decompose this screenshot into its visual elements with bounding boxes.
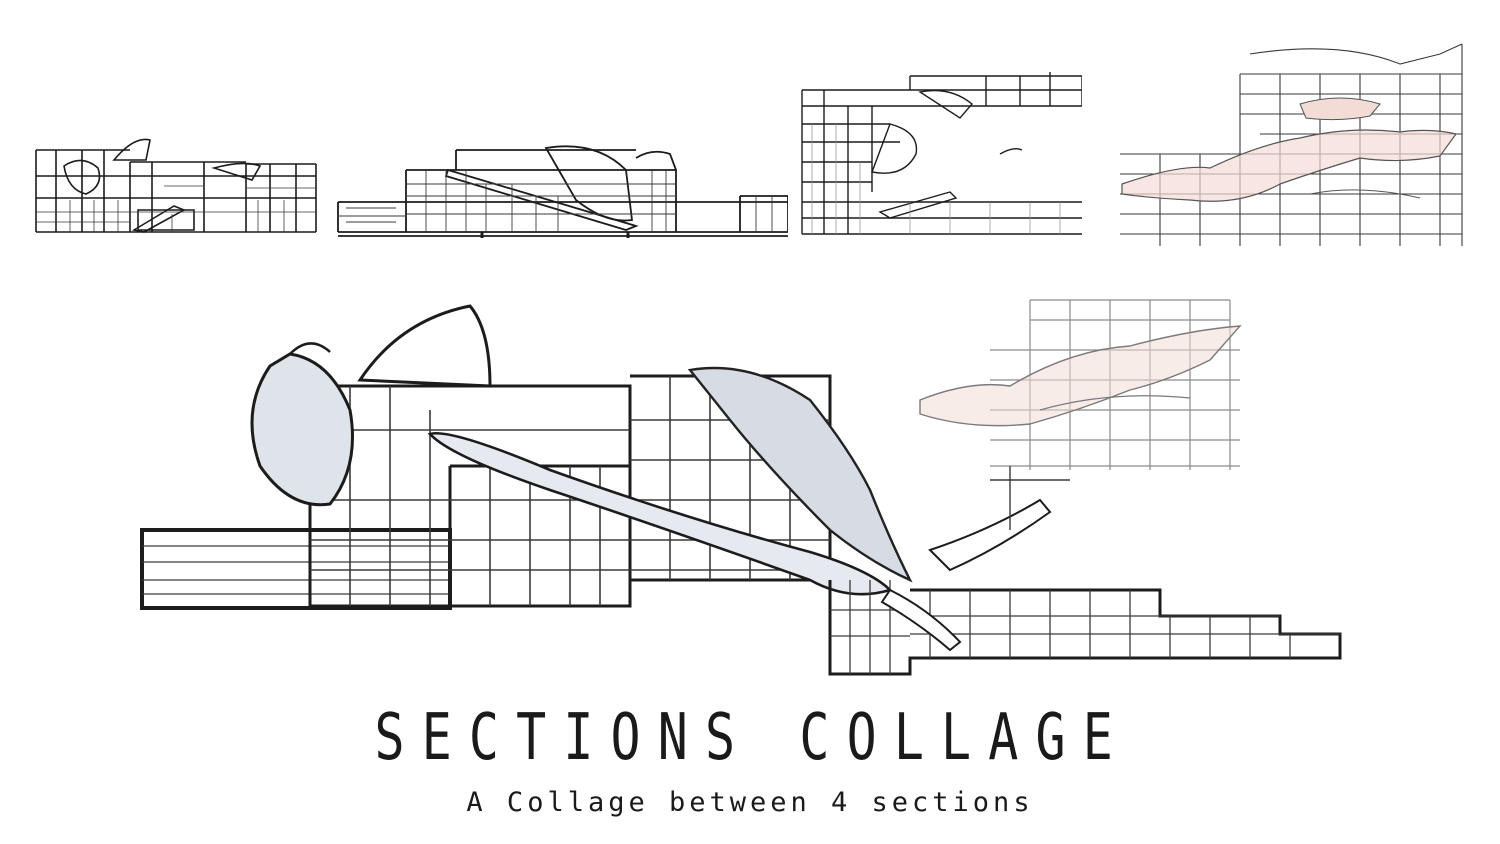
collage-subtitle: A Collage between 4 sections <box>466 787 1034 818</box>
section-sketch-3 <box>800 62 1082 242</box>
collage-drawing <box>130 290 1360 690</box>
section-sketch-2 <box>336 130 788 242</box>
collage-title: SECTIONS COLLAGE <box>374 701 1130 775</box>
section-sketch-4 <box>1100 34 1472 246</box>
section-sketch-1 <box>34 130 318 242</box>
